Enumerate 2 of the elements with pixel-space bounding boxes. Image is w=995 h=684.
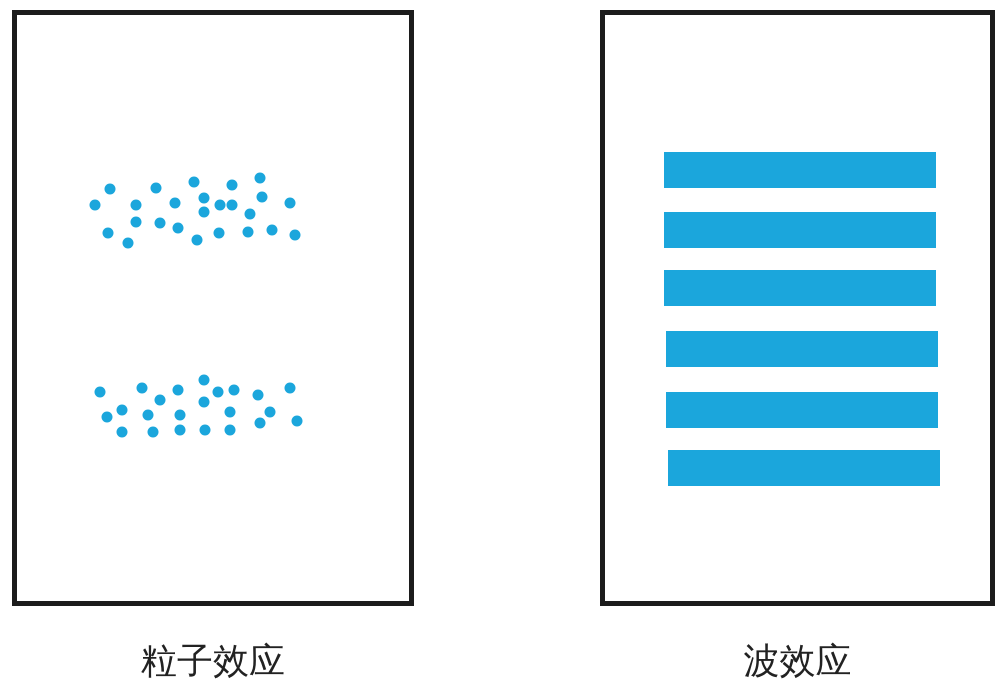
caption-text: 粒子效应 bbox=[141, 640, 285, 684]
caption-text: 波效应 bbox=[744, 640, 852, 684]
